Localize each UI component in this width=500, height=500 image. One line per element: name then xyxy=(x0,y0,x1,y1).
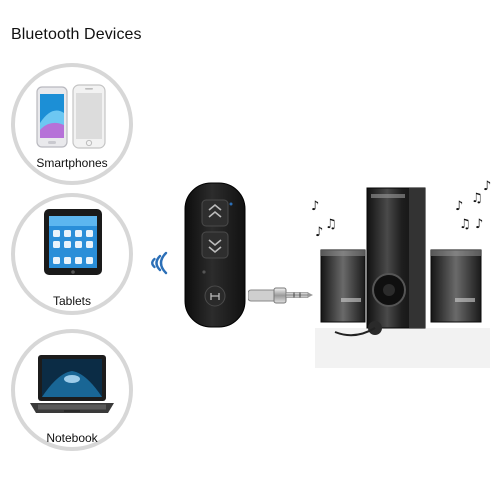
bluetooth-receiver xyxy=(184,182,246,328)
speaker-system: ♪♫♪ ♪♫♪ ♪♫ xyxy=(311,179,491,368)
svg-text:♪: ♪ xyxy=(475,217,483,232)
svg-text:♫: ♫ xyxy=(471,191,483,206)
svg-text:♪: ♪ xyxy=(311,199,319,214)
page-title: Bluetooth Devices xyxy=(11,26,142,43)
device-label-tablets: Tablets xyxy=(52,294,92,308)
device-circle-notebook: Notebook xyxy=(11,329,133,451)
device-label-smartphones: Smartphones xyxy=(36,156,108,170)
device-circle-tablets: Tablets xyxy=(11,193,133,315)
device-circle-smartphones: Smartphones xyxy=(11,63,133,185)
svg-text:♫: ♫ xyxy=(325,217,337,232)
svg-text:♪: ♪ xyxy=(315,225,323,240)
device-label-notebook: Notebook xyxy=(46,431,98,445)
tablet-icon xyxy=(44,209,102,275)
svg-text:♪: ♪ xyxy=(483,179,491,194)
notebook-icon xyxy=(30,355,114,413)
music-notes-icon: ♪♫♪ ♪♫♪ ♪♫ xyxy=(311,179,491,240)
bluetooth-signal-icon xyxy=(151,251,168,275)
svg-text:♫: ♫ xyxy=(459,217,471,232)
smartphones-icon xyxy=(36,84,106,149)
audio-jack-plug xyxy=(248,287,313,304)
svg-text:♪: ♪ xyxy=(455,199,463,214)
